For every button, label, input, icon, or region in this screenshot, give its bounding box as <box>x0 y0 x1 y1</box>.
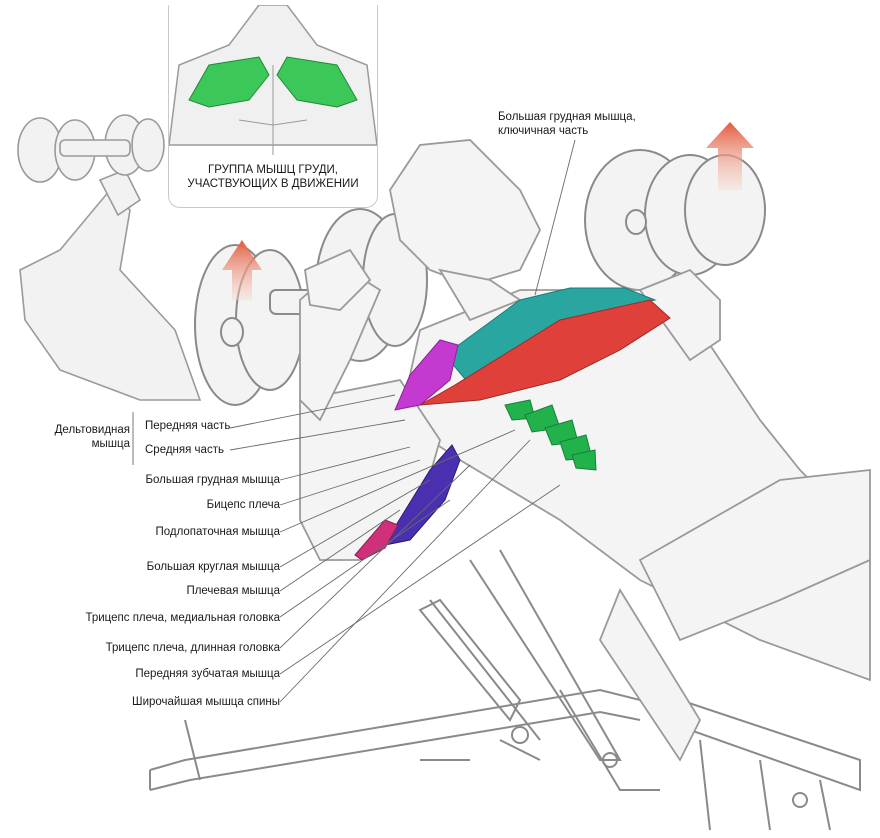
label-triceps-medial: Трицепс плеча, медиальная головка <box>85 612 280 624</box>
label-deltoid-group: Дельтовидная мышца <box>54 424 130 450</box>
label-biceps: Бицепс плеча <box>206 499 280 511</box>
label-triceps-long: Трицепс плеча, длинная головка <box>105 642 280 654</box>
pectoral-major-muscle <box>419 299 671 406</box>
label-deltoid-middle: Средняя часть <box>145 444 224 456</box>
chest-sketch <box>169 5 377 155</box>
serratus-muscle <box>504 399 597 471</box>
up-arrow-left <box>222 240 262 300</box>
label-deltoid-front: Передняя часть <box>145 420 231 432</box>
label-teres-major: Большая круглая мышца <box>146 561 280 573</box>
muscles <box>354 287 671 561</box>
left-figure <box>17 114 202 401</box>
up-arrow-right <box>706 122 754 190</box>
leader-lines <box>132 139 576 703</box>
label-pectoral-major: Большая грудная мышца <box>145 474 280 486</box>
label-pectoral-clavicular: Большая грудная мышца, ключичная часть <box>498 111 636 137</box>
label-brachialis: Плечевая мышца <box>186 585 280 597</box>
muscle-group-inset: ГРУППА МЫШЦ ГРУДИ, УЧАСТВУЮЩИХ В ДВИЖЕНИ… <box>168 5 378 208</box>
inset-caption: ГРУППА МЫШЦ ГРУДИ, УЧАСТВУЮЩИХ В ДВИЖЕНИ… <box>187 164 359 190</box>
brachialis-muscle <box>354 519 399 561</box>
bench <box>149 549 861 831</box>
deltoid-muscle <box>394 339 459 411</box>
label-latissimus: Широчайшая мышца спины <box>132 696 280 708</box>
label-subscapularis: Подлопаточная мышца <box>155 526 280 538</box>
triceps-muscle <box>384 444 461 546</box>
dumbbell-right <box>584 149 766 291</box>
label-serratus-anterior: Передняя зубчатая мышца <box>135 668 280 680</box>
